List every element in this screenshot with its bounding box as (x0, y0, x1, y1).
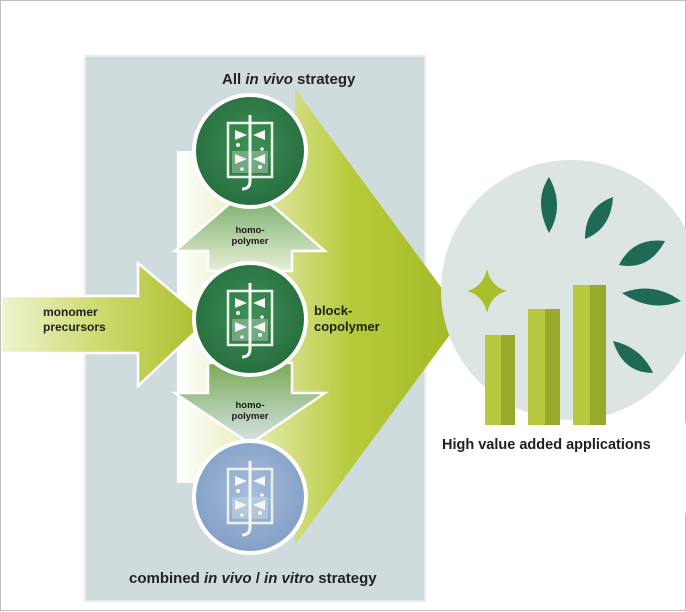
homopolymer-down-arrow (170, 361, 330, 446)
leaf-icon (622, 288, 681, 306)
applications-label: High value added applications (442, 437, 651, 453)
homopolymer-up-label: homo- polymer (231, 225, 269, 247)
leaf-icon (613, 341, 653, 373)
bioreactor-icon (192, 261, 308, 377)
homopolymer-up-arrow (171, 184, 329, 273)
monomer-precursors-label: monomer precursors (43, 305, 106, 334)
bar-chart-icon (485, 285, 606, 425)
bioreactor-icon (192, 93, 308, 209)
sparkle-icon (467, 269, 507, 313)
homopolymer-down-label: homo- polymer (231, 400, 269, 422)
monomer-precursors-arrow (1, 260, 209, 389)
block-copolymer-label: block- copolymer (314, 303, 380, 334)
bioreactor-icon (192, 439, 308, 555)
leaf-icon (541, 177, 557, 233)
combined-strategy-title: combined in vivo / in vitro strategy (129, 570, 377, 587)
leaf-icon (619, 240, 665, 266)
leaf-icon (585, 197, 613, 239)
